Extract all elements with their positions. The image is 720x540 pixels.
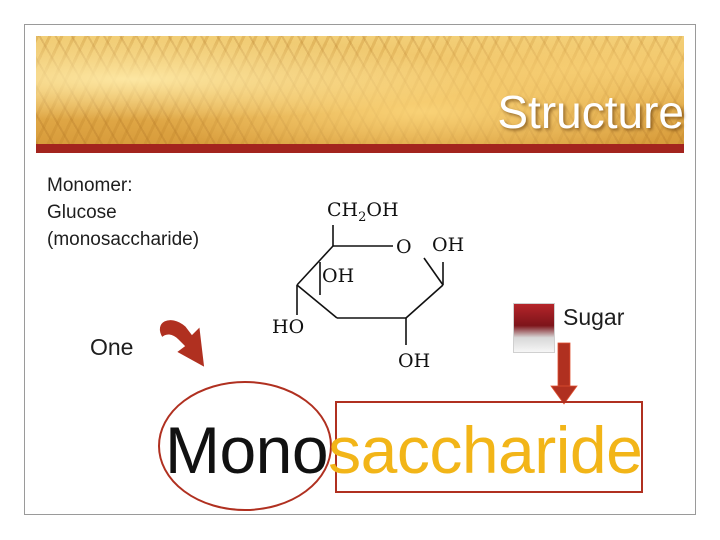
slide-frame bbox=[24, 24, 696, 515]
down-arrow-icon bbox=[550, 342, 578, 405]
oh-right-label: OH bbox=[432, 234, 464, 256]
oh-inner-label: OH bbox=[322, 265, 354, 287]
monomer-line: (monosaccharide) bbox=[47, 229, 200, 250]
sugar-label: Sugar bbox=[563, 304, 625, 330]
monosaccharide-word: Monosaccharide bbox=[165, 410, 643, 490]
bond-c4-c3 bbox=[296, 284, 338, 319]
sugar-image bbox=[513, 303, 555, 353]
oh-bottom-label: OH bbox=[398, 350, 430, 372]
monomer-text: Monomer: Glucose (monosaccharide) bbox=[47, 172, 277, 253]
ring-oxygen-label: O bbox=[396, 236, 412, 258]
prefix-highlight-circle bbox=[158, 381, 332, 511]
bond-c1-c2 bbox=[405, 284, 444, 319]
glucose-structure bbox=[296, 225, 444, 345]
word-suffix: saccharide bbox=[328, 413, 643, 487]
word-prefix: Mono bbox=[165, 413, 329, 487]
monomer-line: Glucose bbox=[47, 202, 117, 223]
bond-o-c1 bbox=[423, 257, 444, 286]
ch2oh-label: CH2OH bbox=[327, 199, 399, 225]
ho-left-label: HO bbox=[272, 316, 304, 338]
suffix-highlight-box bbox=[335, 401, 643, 493]
curved-arrow-icon bbox=[158, 318, 206, 370]
title-banner-bar bbox=[36, 144, 684, 153]
title-banner bbox=[36, 36, 684, 144]
slide-title: Structure bbox=[497, 86, 684, 138]
bond-c5-c4 bbox=[296, 245, 334, 286]
one-label: One bbox=[90, 334, 134, 360]
monomer-line: Monomer: bbox=[47, 175, 133, 196]
